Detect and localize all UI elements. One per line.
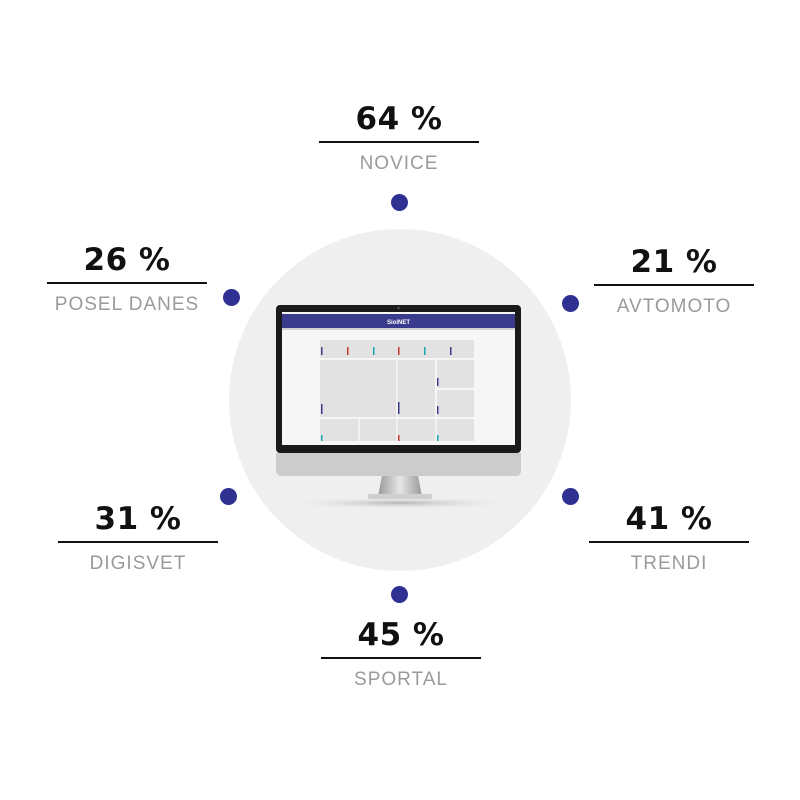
stat-value: 31 % [94,501,182,537]
desktop-monitor-icon: SiolNET [276,305,521,509]
sportal-dot [391,586,408,603]
trendi-dot [562,488,579,505]
stat-trendi: 41 % TRENDI [589,501,749,575]
stat-digisvet: 31 % DIGISVET [58,501,218,575]
stat-label: SPORTAL [354,669,448,690]
divider [319,141,479,143]
novice-dot [391,194,408,211]
stat-posel-danes: 26 % POSEL DANES [47,242,207,316]
stat-label: POSEL DANES [54,294,200,315]
divider [321,657,481,659]
stat-sportal: 45 % SPORTAL [321,617,481,691]
avtomoto-dot [562,295,579,312]
divider [47,282,207,284]
stat-value: 45 % [357,617,445,653]
posel-danes-dot [223,289,240,306]
digisvet-dot [220,488,237,505]
stat-label: TRENDI [630,553,708,574]
stat-label: DIGISVET [89,553,187,574]
stat-avtomoto: 21 % AVTOMOTO [594,244,754,318]
stat-value: 26 % [83,242,171,278]
stat-novice: 64 % NOVICE [319,101,479,175]
screen-logo: SiolNET [387,320,410,326]
stat-label: AVTOMOTO [616,296,732,317]
stat-value: 41 % [625,501,713,537]
divider [58,541,218,543]
divider [594,284,754,286]
stat-value: 21 % [630,244,718,280]
divider [589,541,749,543]
stat-value: 64 % [355,101,443,137]
stat-label: NOVICE [359,153,439,174]
